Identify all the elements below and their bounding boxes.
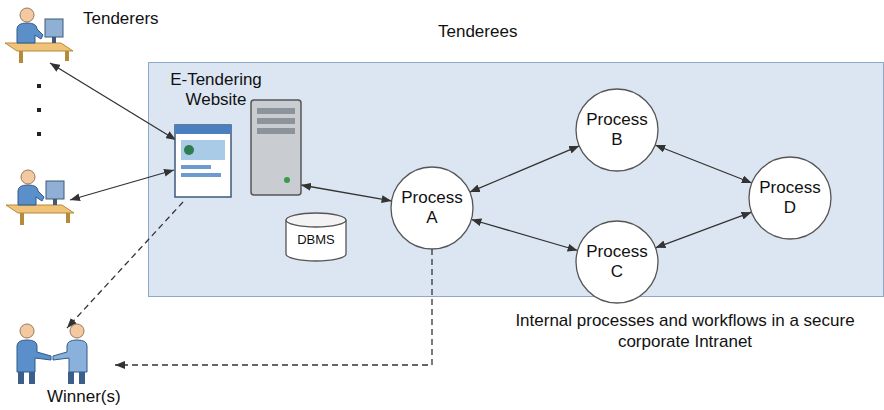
process-label: Process D bbox=[755, 178, 825, 218]
process-circle: Process A bbox=[390, 166, 474, 250]
website-node: E-Tendering Website bbox=[155, 70, 305, 210]
process-label: Process B bbox=[582, 110, 652, 150]
node-text: DBMS bbox=[285, 232, 347, 248]
region-caption: Internal processes and workflows in a se… bbox=[515, 310, 855, 352]
tenderer-link bbox=[70, 170, 174, 200]
tenderer-node: Tenderers bbox=[5, 3, 165, 67]
winner-icon bbox=[5, 322, 105, 386]
process-label: Process C bbox=[582, 242, 652, 282]
node-text: Tenderees bbox=[438, 22, 517, 42]
server-icon bbox=[251, 100, 301, 195]
process-circle: Process B bbox=[575, 88, 659, 172]
node-text: Tenderers bbox=[83, 9, 159, 29]
dashed-arrow bbox=[115, 249, 432, 365]
process-circle: Process D bbox=[748, 156, 832, 240]
ellipsis-dots bbox=[37, 84, 41, 136]
connector-arrow bbox=[301, 185, 392, 201]
connector-arrow bbox=[471, 220, 577, 251]
connector-arrow bbox=[656, 212, 752, 248]
node-text: E-Tendering Website bbox=[155, 70, 277, 110]
connector-arrow bbox=[655, 145, 752, 183]
tenderees-region: TendereesE-Tendering WebsiteDBMSProcess … bbox=[148, 62, 884, 297]
node-text: Winner(s) bbox=[47, 387, 121, 407]
database-cylinder: DBMS bbox=[285, 212, 347, 262]
process-circle: Process C bbox=[575, 220, 659, 304]
process-label: Process A bbox=[397, 188, 467, 228]
tenderer-icon bbox=[6, 170, 74, 225]
connector-arrow bbox=[470, 146, 579, 192]
website-icon bbox=[175, 125, 231, 197]
tenderer-icon bbox=[5, 3, 75, 65]
dashed-arrow bbox=[67, 202, 183, 328]
connector-arrow bbox=[50, 63, 176, 140]
winner-node: Winner(s) bbox=[5, 322, 130, 408]
